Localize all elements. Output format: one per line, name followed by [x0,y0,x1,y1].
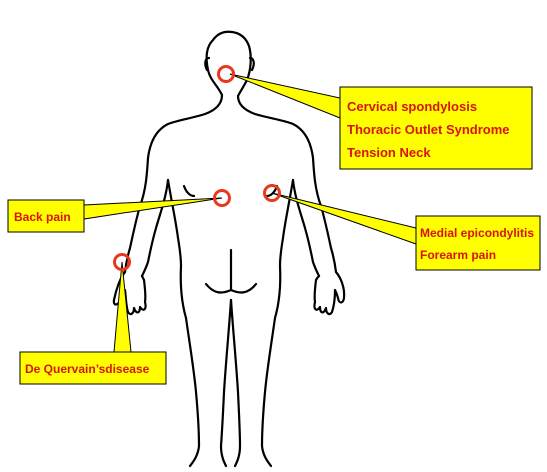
elbow-pointer [272,193,416,244]
wrist-pointer [114,262,131,352]
back-label: Back pain [14,210,71,224]
wrist-label: De Quervain’sdisease [25,362,150,376]
neck-label-2: Thoracic Outlet Syndrome [347,122,510,137]
back-pointer [84,198,222,219]
pain-markers [115,67,280,270]
neck-pointer [230,74,340,118]
elbow-label-1: Medial epicondylitis [420,226,534,240]
elbow-label-2: Forearm pain [420,248,496,262]
neck-label-3: Tension Neck [347,145,431,160]
neck-label-1: Cervical spondylosis [347,99,477,114]
